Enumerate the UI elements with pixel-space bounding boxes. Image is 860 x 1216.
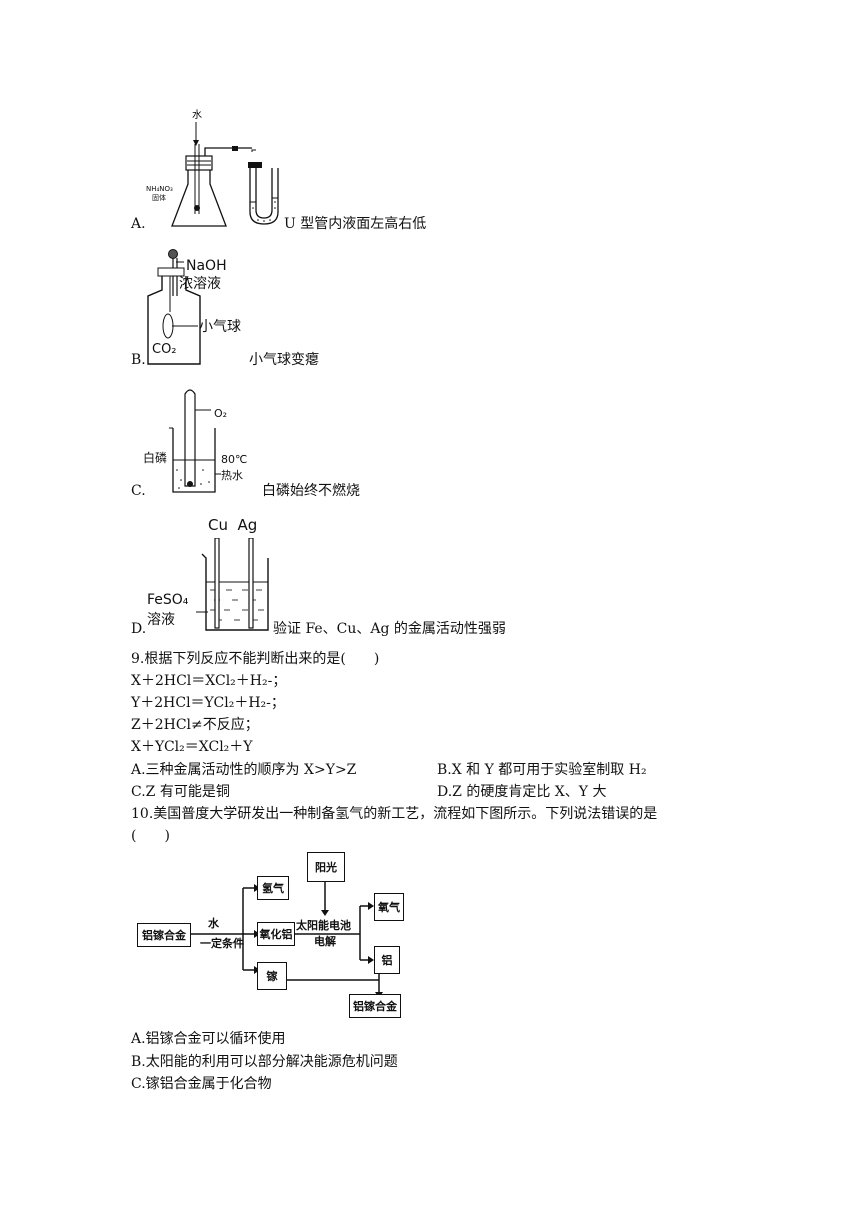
q9-option-c: C.Z 有可能是铜 bbox=[131, 784, 230, 800]
balloon-label: 小气球 bbox=[199, 319, 241, 335]
flow-box-oxygen: 氧气 bbox=[374, 893, 404, 921]
oxygen-label: O₂ bbox=[214, 407, 228, 420]
option-letter: A. bbox=[131, 216, 146, 232]
metals-label: Cu Ag bbox=[208, 516, 258, 534]
figure-b-co2-bottle bbox=[147, 249, 201, 365]
flow-box-aluminum: 铝 bbox=[374, 946, 400, 974]
figure-d-beaker-electrodes bbox=[196, 538, 269, 631]
co2-label: CO₂ bbox=[152, 342, 177, 357]
flow-condition-text: 一定条件 bbox=[200, 937, 244, 950]
q9-option-a: A.三种金属活动性的顺序为 X>Y>Z bbox=[131, 762, 357, 778]
flow-box-sunlight: 阳光 bbox=[307, 852, 345, 882]
q10-option-c: C.镓铝合金属于化合物 bbox=[131, 1076, 272, 1092]
option-b-text: 小气球变瘪 bbox=[249, 352, 319, 368]
q9-equation-2: Y＋2HCl＝YCl₂＋H₂-； bbox=[131, 695, 285, 711]
flow-box-start-alloy: 铝镓合金 bbox=[137, 923, 191, 947]
figure-a-ammonium-nitrate-flask: 水 bbox=[171, 109, 279, 227]
hot-water-label: 80℃ 热水 bbox=[221, 453, 248, 482]
q10-stem-line2: ( ) bbox=[131, 828, 170, 844]
flow-electrolysis-bottom: 电解 bbox=[314, 935, 336, 948]
q9-stem: 9.根据下列反应不能判断出来的是( ) bbox=[131, 651, 380, 667]
white-phosphorus-label: 白磷 bbox=[143, 451, 168, 465]
option-d-letter: D. bbox=[131, 621, 147, 637]
flow-box-end-alloy: 铝镓合金 bbox=[349, 994, 401, 1018]
feso4-label: FeSO₄ 溶液 bbox=[147, 592, 189, 628]
ammonium-nitrate-label: NH₄NO₃ 固体 bbox=[146, 185, 173, 202]
option-c-text: 白磷始终不燃烧 bbox=[262, 483, 360, 499]
option-a-text: U 型管内液面左高右低 bbox=[284, 216, 427, 232]
q10-option-b: B.太阳能的利用可以部分解决能源危机问题 bbox=[131, 1054, 398, 1070]
figure-c-white-phosphorus bbox=[169, 389, 221, 493]
option-c-letter: C. bbox=[131, 483, 146, 499]
flow-box-gallium: 镓 bbox=[257, 962, 287, 990]
q9-equation-1: X＋2HCl＝XCl₂＋H₂-； bbox=[131, 673, 287, 689]
q9-option-b: B.X 和 Y 都可用于实验室制取 H₂ bbox=[437, 762, 647, 778]
flow-box-hydrogen: 氢气 bbox=[257, 876, 289, 900]
flow-electrolysis-top: 太阳能电池 bbox=[296, 919, 351, 932]
q9-option-d: D.Z 的硬度肯定比 X、Y 大 bbox=[437, 784, 607, 800]
q9-equation-4: X＋YCl₂＝XCl₂＋Y bbox=[131, 739, 253, 755]
q9-equation-3: Z＋2HCl≠不反应； bbox=[131, 717, 259, 733]
q10-stem-line1: 10.美国普度大学研发出一种制备氢气的新工艺，流程如下图所示。下列说法错误的是 bbox=[131, 806, 658, 822]
flow-condition-water: 水 bbox=[208, 917, 219, 930]
option-b-letter: B. bbox=[131, 352, 146, 368]
option-d-text: 验证 Fe、Cu、Ag 的金属活动性强弱 bbox=[273, 621, 506, 637]
water-label: 水 bbox=[192, 109, 202, 121]
q8-option-a: A. bbox=[131, 214, 146, 234]
naoh-label: NaOH 浓溶液 bbox=[179, 258, 227, 292]
q10-option-a: A.铝镓合金可以循环使用 bbox=[131, 1031, 286, 1047]
flow-box-alumina: 氧化铝 bbox=[257, 922, 295, 946]
